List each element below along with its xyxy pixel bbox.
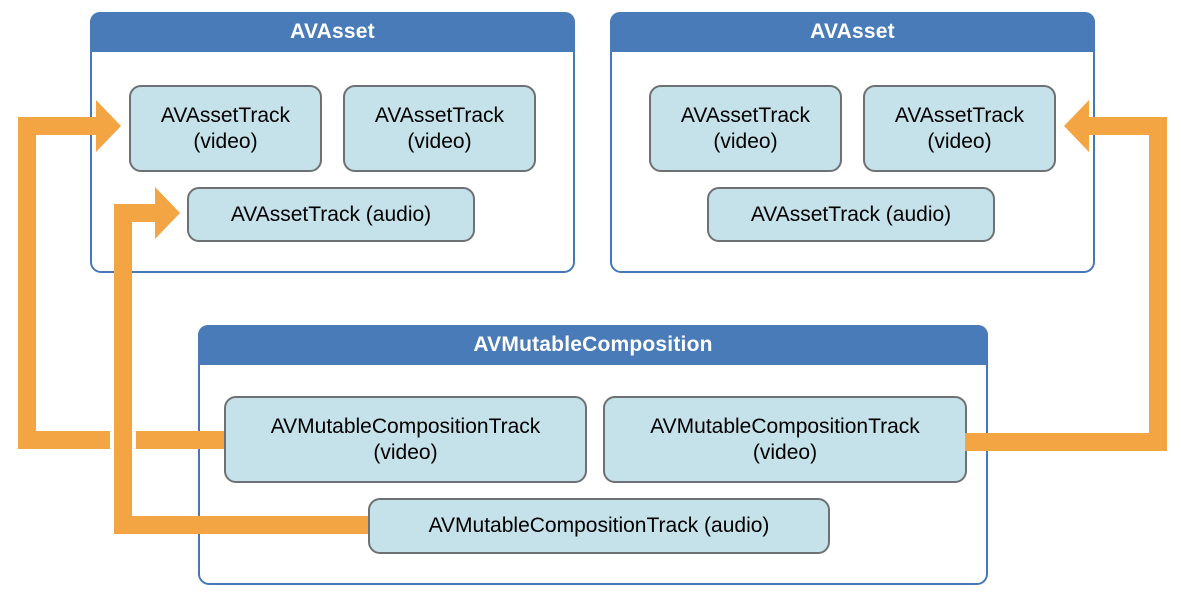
panel-avasset-2-header: AVAsset [610,12,1095,52]
track-label: AVAssetTrack (audio) [230,202,432,226]
arrow-2-bottom-segment [114,516,368,534]
panel-avasset-1-title: AVAsset [290,20,375,43]
panel-avasset-1-header: AVAsset [90,12,575,52]
track-avasset2-audio: AVAssetTrack (audio) [707,187,995,242]
arrow-1-top-segment [18,117,96,135]
arrow-2-vertical-segment [114,204,132,534]
track-label: AVAssetTrack (audio) [750,202,952,226]
track-label: AVAssetTrack [894,104,1025,128]
arrow-3-vertical-segment [1149,117,1167,451]
panel-avasset-2-title: AVAsset [810,20,895,43]
track-avasset1-audio: AVAssetTrack (audio) [187,187,475,242]
arrow-3-top-segment [1089,117,1167,135]
arrow-3-left-arrowhead-icon [1064,100,1089,152]
track-sublabel: (video) [927,129,992,153]
arrow-3-bottom-segment [965,433,1167,451]
arrow-1-vertical-segment [18,117,36,449]
track-composition-audio: AVMutableCompositionTrack (audio) [368,498,830,554]
panel-avmutablecomposition-header: AVMutableComposition [198,325,988,365]
panel-avmutablecomposition-title: AVMutableComposition [473,333,713,356]
track-sublabel: (video) [193,129,258,153]
track-label: AVAssetTrack [680,104,811,128]
track-avasset2-video-2: AVAssetTrack (video) [863,85,1056,172]
track-sublabel: (video) [373,440,438,464]
track-composition-video-2: AVMutableCompositionTrack (video) [603,396,967,483]
track-label: AVMutableCompositionTrack [650,415,920,439]
track-label: AVMutableCompositionTrack [270,415,541,439]
panel-avmutablecomposition: AVMutableComposition AVMutableCompositio… [198,325,988,585]
track-sublabel: (video) [407,129,472,153]
track-composition-video-1: AVMutableCompositionTrack (video) [224,396,587,483]
track-avasset1-video-1: AVAssetTrack (video) [129,85,322,172]
arrow-2-top-segment [114,204,155,222]
track-sublabel: (video) [752,440,818,464]
panel-avasset-2: AVAsset AVAssetTrack (video) AVAssetTrac… [610,12,1095,273]
track-label: AVAssetTrack [160,104,291,128]
track-sublabel: (video) [713,129,778,153]
track-label: AVAssetTrack [374,104,505,128]
track-avasset2-video-1: AVAssetTrack (video) [649,85,842,172]
arrow-2-right-arrowhead-icon [155,187,180,239]
track-label: AVMutableCompositionTrack (audio) [428,514,770,538]
track-avasset1-video-2: AVAssetTrack (video) [343,85,536,172]
arrow-1-right-arrowhead-icon [96,100,121,152]
panel-avasset-1: AVAsset AVAssetTrack (video) AVAssetTrac… [90,12,575,273]
